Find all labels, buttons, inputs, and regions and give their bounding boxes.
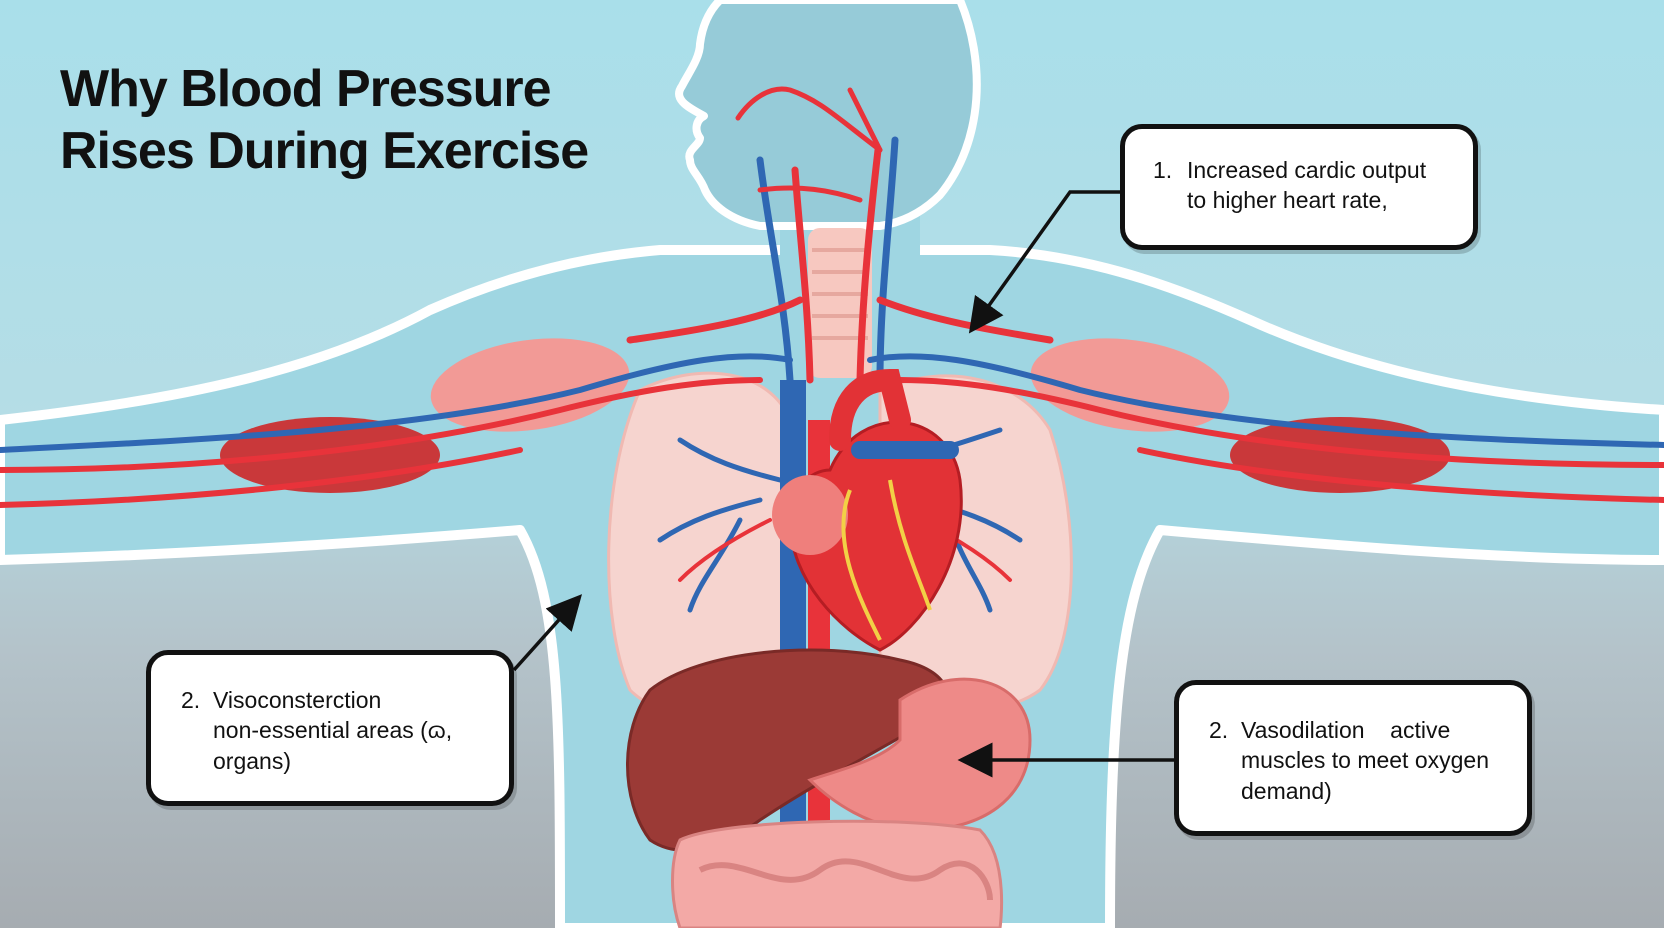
arrow-to-neck	[968, 190, 1120, 334]
heart	[772, 368, 963, 652]
callout-text-line: non-essential areas (ɷ,	[213, 717, 453, 744]
diagram-title: Why Blood Pressure Rises During Exercise	[60, 58, 589, 183]
callout-number: 1.	[1153, 157, 1173, 183]
callout-text-line: to higher heart rate,	[1187, 187, 1388, 214]
callout-text-line: muscles to meet oxygen	[1241, 747, 1490, 774]
title-line-1: Why Blood Pressure	[60, 60, 552, 118]
callout-arrows	[512, 190, 1174, 778]
callout-number: 2.	[181, 687, 201, 713]
callout-text-line: demand)	[1241, 777, 1332, 804]
callout-text-line: Increased cardic output	[1187, 157, 1427, 183]
callout-vasoconstriction: 2. Visoconsterction non-essential areas …	[146, 650, 514, 806]
title-line-2: Rises During Exercise	[60, 122, 589, 181]
callout-text-line: Visoconsterction	[213, 687, 382, 713]
callout-vasodilation: 2. Vasodilation active muscles to meet o…	[1174, 680, 1532, 836]
trachea	[808, 228, 872, 378]
callout-text-line: Vasodilation active	[1241, 717, 1451, 743]
arm-arteries	[0, 377, 1664, 508]
head-arteries	[735, 86, 883, 203]
liver	[626, 648, 949, 852]
callout-number: 2.	[1209, 717, 1229, 743]
callout-text-line: organs)	[213, 747, 291, 774]
callout-cardiac-output: 1. Increased cardic output to higher hea…	[1120, 124, 1478, 250]
arm-veins	[0, 353, 1664, 453]
intestines	[671, 819, 1004, 928]
arrow-to-side	[512, 594, 583, 672]
